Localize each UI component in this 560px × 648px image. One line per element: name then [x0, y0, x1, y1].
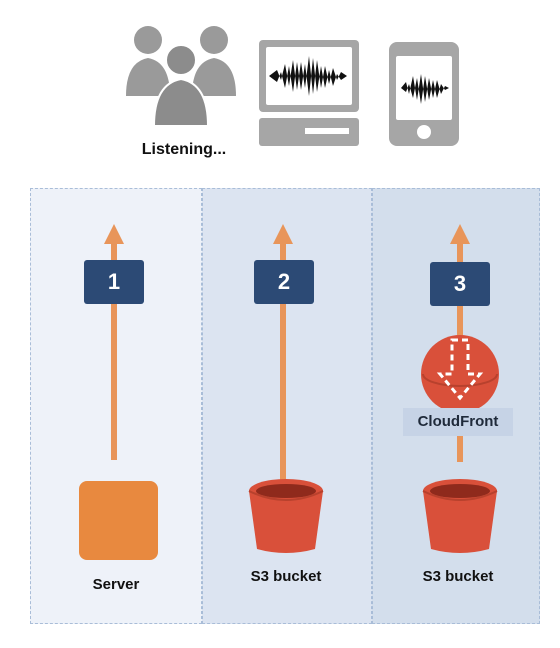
mobile-phone-icon	[389, 42, 459, 146]
server-label: Server	[92, 576, 140, 593]
step-badge-2: 2	[254, 260, 314, 304]
step-badge-3: 3	[430, 262, 490, 306]
listening-label: Listening...	[141, 141, 227, 158]
s3-bucket-icon	[422, 479, 498, 553]
s3-bucket-icon	[248, 479, 324, 553]
server-icon	[79, 481, 158, 560]
s3-bucket-label: S3 bucket	[422, 568, 494, 585]
users-group-icon	[126, 26, 236, 127]
step-badge-1: 1	[84, 260, 144, 304]
cloudfront-icon	[421, 335, 499, 413]
desktop-computer-icon	[259, 40, 359, 146]
s3-bucket-label: S3 bucket	[250, 568, 322, 585]
cloudfront-label: CloudFront	[403, 408, 513, 436]
